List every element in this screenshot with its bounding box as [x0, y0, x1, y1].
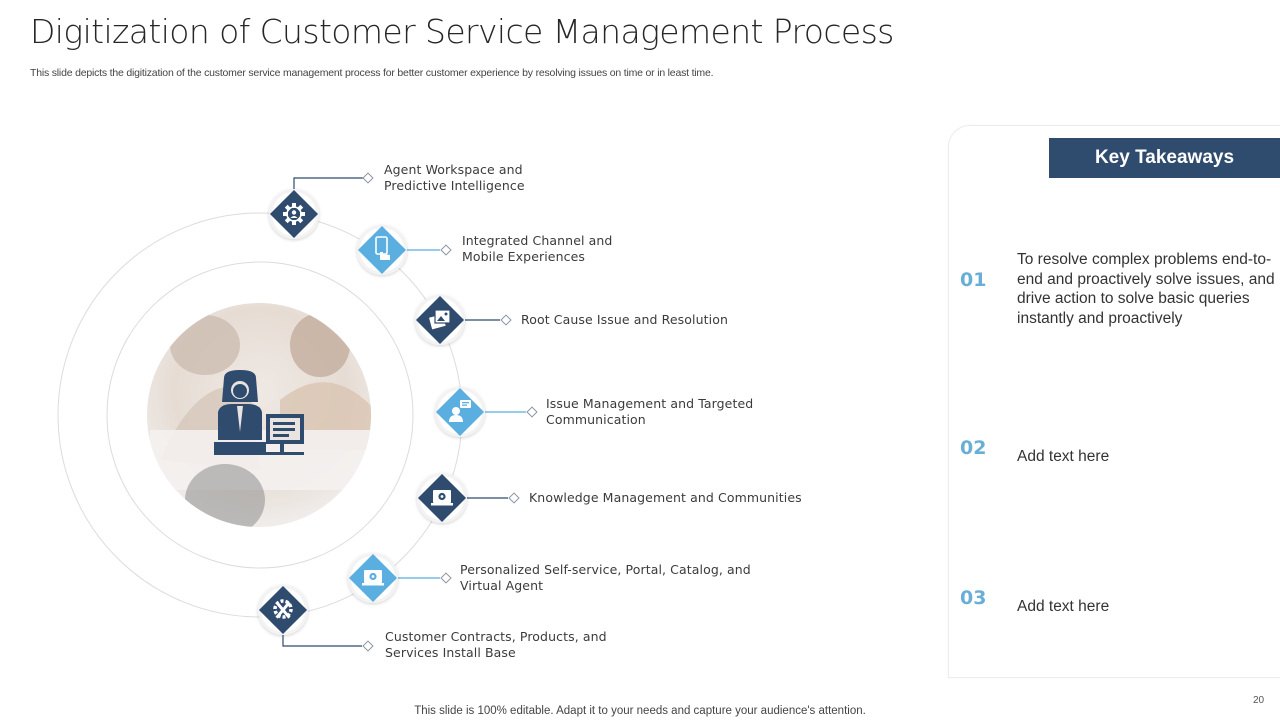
gear-tools-icon — [273, 599, 293, 619]
step-label-line: Virtual Agent — [460, 578, 544, 593]
connector-diamond — [440, 244, 452, 256]
mobile-touch-icon — [375, 236, 390, 260]
step-label-line: Issue Management and Targeted — [546, 396, 754, 411]
connector-diamond — [440, 572, 452, 584]
step-label-line: Customer Contracts, Products, and — [385, 629, 607, 644]
takeaways-card — [948, 125, 1280, 678]
takeaway-text: To resolve complex problems end-to-end a… — [1017, 251, 1275, 327]
process-step-node — [269, 189, 319, 239]
connector-diamond — [508, 492, 520, 504]
step-label-line: Knowledge Management and Communities — [529, 490, 802, 505]
connector-line — [282, 634, 362, 647]
process-diagram — [57, 172, 538, 652]
step-label-line: Integrated Channel and — [462, 233, 613, 248]
person-chat-icon — [449, 400, 471, 422]
takeaway-text: Add text here — [1017, 448, 1110, 465]
takeaway-number: 01 — [960, 269, 987, 291]
slide-subtitle: This slide depicts the digitization of t… — [30, 67, 714, 79]
connector-diamond — [500, 314, 512, 326]
process-step-node — [435, 387, 485, 437]
inner-ring — [106, 261, 414, 569]
step-label-line: Communication — [546, 412, 646, 427]
connector-line — [293, 177, 368, 193]
step-label-line: Agent Workspace and — [384, 162, 523, 177]
process-step-node — [417, 473, 467, 523]
gear-person-icon — [283, 203, 305, 225]
process-step-node — [348, 553, 398, 603]
connector-diamond — [362, 172, 374, 184]
customer-service-agent-icon — [214, 370, 304, 455]
step-label-line: Predictive Intelligence — [384, 178, 525, 193]
takeaway-number: 02 — [960, 437, 987, 459]
step-label-line: Mobile Experiences — [462, 249, 585, 264]
laptop-gear-icon — [431, 490, 453, 506]
image-gallery-icon — [429, 309, 451, 330]
step-label-line: Personalized Self-service, Portal, Catal… — [460, 562, 751, 577]
connector-diamond — [526, 406, 538, 418]
process-step-node — [258, 585, 308, 635]
page-number: 20 — [1253, 695, 1265, 706]
step-label: Root Cause Issue and Resolution — [521, 312, 728, 328]
slide-title: Digitization of Customer Service Managem… — [30, 12, 894, 51]
laptop-agent-icon — [362, 570, 384, 586]
step-label: Knowledge Management and Communities — [529, 490, 802, 506]
node-diamond — [435, 387, 485, 437]
footer-note: This slide is 100% editable. Adapt it to… — [414, 705, 866, 717]
takeaway-number: 03 — [960, 587, 987, 609]
process-step-node — [357, 225, 407, 275]
process-step-node — [415, 295, 465, 345]
step-label-line: Root Cause Issue and Resolution — [521, 312, 728, 327]
connector-diamond — [362, 640, 374, 652]
takeaways-header: Key Takeaways — [1049, 138, 1280, 178]
step-label-line: Services Install Base — [385, 645, 516, 660]
step-label: Personalized Self-service, Portal, Catal… — [460, 562, 751, 594]
node-diamond — [357, 225, 407, 275]
takeaway-text: Add text here — [1017, 598, 1110, 615]
